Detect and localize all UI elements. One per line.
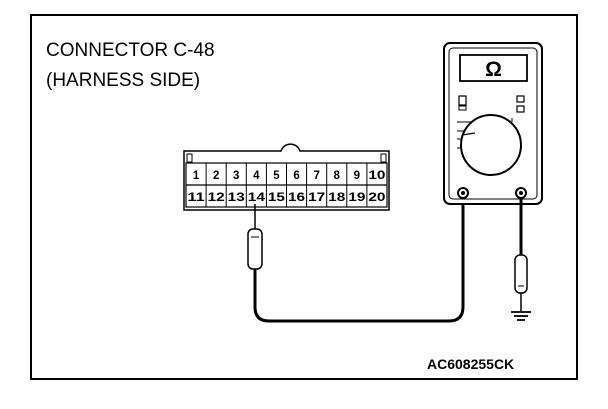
- pin-label-18: 18: [328, 192, 346, 204]
- pin-label-6: 6: [293, 170, 299, 182]
- pin-label-4: 4: [253, 170, 260, 182]
- pin-label-2: 2: [213, 170, 219, 182]
- meter-display: [459, 54, 528, 82]
- meter-indicator-lower: [458, 105, 467, 111]
- pin-label-17: 17: [308, 192, 325, 204]
- test-lead-wire: [253, 199, 465, 323]
- ground-lead: [511, 199, 531, 321]
- pin-label-11: 11: [188, 192, 206, 204]
- connector-latch-right: [380, 153, 387, 163]
- pin-label-12: 12: [208, 192, 225, 204]
- connector-latch-left: [186, 153, 193, 163]
- pin-label-13: 13: [228, 192, 245, 204]
- pin-label-15: 15: [268, 192, 286, 204]
- ground-symbol-icon: [511, 311, 531, 321]
- meter-body-inner: [448, 47, 538, 200]
- pin-label-19: 19: [348, 192, 365, 204]
- probe-handle-left: [247, 228, 263, 270]
- pin-label-9: 9: [354, 170, 360, 182]
- pin-label-14: 14: [248, 192, 266, 204]
- ohmmeter: Ω: [443, 42, 543, 205]
- dial-pointer: [461, 132, 476, 136]
- pin-label-8: 8: [334, 170, 341, 182]
- meter-jack-small: [516, 105, 525, 113]
- pin-label-16: 16: [288, 192, 305, 204]
- ohm-symbol-icon: Ω: [485, 58, 502, 81]
- pin-label-20: 20: [368, 192, 385, 204]
- probe-on-connector: [247, 204, 263, 270]
- meter-jack-ohm-hole: [519, 191, 523, 195]
- figure-code: AC608255CK: [427, 356, 514, 372]
- figure-frame: [30, 14, 578, 380]
- meter-indicator: [458, 95, 467, 106]
- rotary-dial-knob[interactable]: [460, 114, 522, 176]
- connector-title: CONNECTOR C-48: [46, 40, 215, 61]
- pin-label-7: 7: [313, 170, 319, 182]
- connector-subtitle: (HARNESS SIDE): [46, 70, 200, 91]
- probe-handle-right: [514, 254, 528, 294]
- pin-label-1: 1: [193, 170, 200, 182]
- meter-jack-small: [516, 95, 525, 103]
- pin-label-3: 3: [233, 170, 239, 182]
- pin-label-10: 10: [368, 170, 385, 182]
- pin-grid: [205, 163, 368, 207]
- meter-jack-com-hole: [461, 191, 465, 195]
- pin-label-5: 5: [273, 170, 280, 182]
